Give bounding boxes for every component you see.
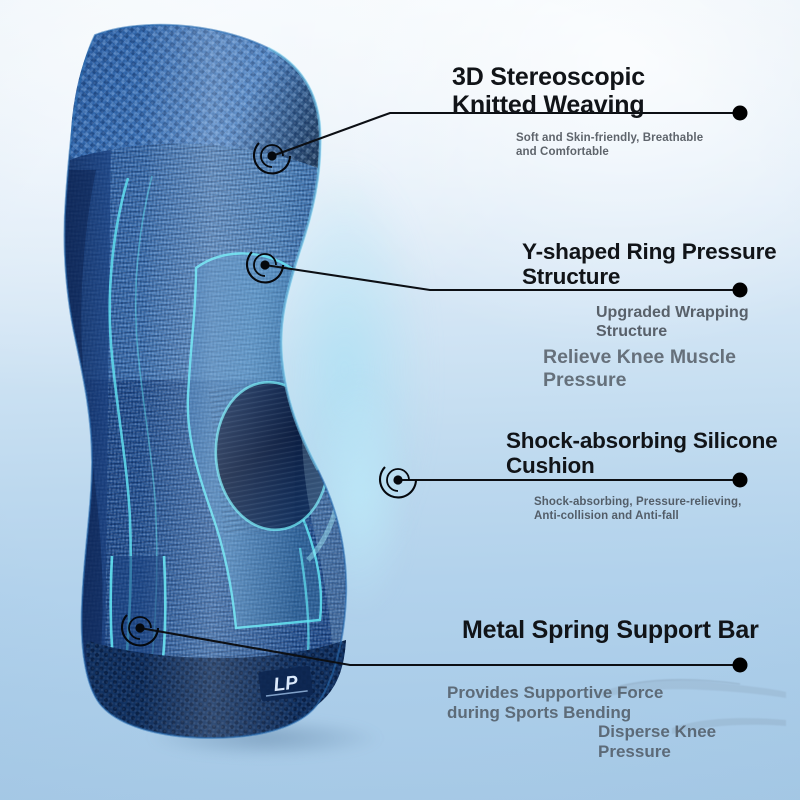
callout-3-subtext-1: Shock-absorbing, Pressure-relieving, Ant…	[534, 496, 742, 522]
callout-4-subtext-2: Disperse Knee Pressure	[598, 722, 717, 762]
callout-3-subtext-group: Shock-absorbing, Pressure-relieving, Ant…	[534, 496, 800, 523]
callout-4-title: Metal Spring Support Bar	[462, 616, 759, 644]
callout-2-subtext-group-2: Relieve Knee Muscle Pressure	[543, 346, 800, 392]
callout-2-subtext-1: Upgraded Wrapping Structure	[596, 304, 749, 340]
callout-3-title: Shock-absorbing Silicone Cushion	[506, 428, 778, 479]
callout-4-subtext-1: Provides Supportive Force during Sports …	[447, 683, 664, 723]
brand-logo-lp: LP	[258, 666, 313, 702]
callout-3: Shock-absorbing Silicone Cushion	[506, 428, 800, 479]
callout-2: Y-shaped Ring Pressure Structure	[522, 239, 800, 290]
knee-brace-illustration: LP	[63, 23, 348, 740]
callout-2-subtext-2: Relieve Knee Muscle Pressure	[543, 346, 736, 391]
callout-1-subtext-1: Soft and Skin-friendly, Breathable and C…	[516, 132, 704, 158]
brace-body	[64, 24, 347, 738]
product-image: LP	[63, 23, 460, 758]
callout-2-title: Y-shaped Ring Pressure Structure	[522, 239, 777, 290]
callout-4-subtext-group-2: Disperse Knee Pressure	[598, 722, 800, 762]
callout-2-subtext-group-1: Upgraded Wrapping Structure	[596, 304, 800, 342]
leader-endpoint-dot-4	[732, 657, 748, 673]
callout-4: Metal Spring Support Bar	[462, 616, 792, 644]
brand-logo-text: LP	[272, 672, 299, 696]
callout-1: 3D Stereoscopic Knitted Weaving	[452, 63, 782, 120]
callout-1-subtext-group: Soft and Skin-friendly, Breathable and C…	[516, 132, 786, 159]
callout-4-subtext-group-1: Provides Supportive Force during Sports …	[447, 683, 707, 723]
callout-1-title: 3D Stereoscopic Knitted Weaving	[452, 63, 645, 120]
